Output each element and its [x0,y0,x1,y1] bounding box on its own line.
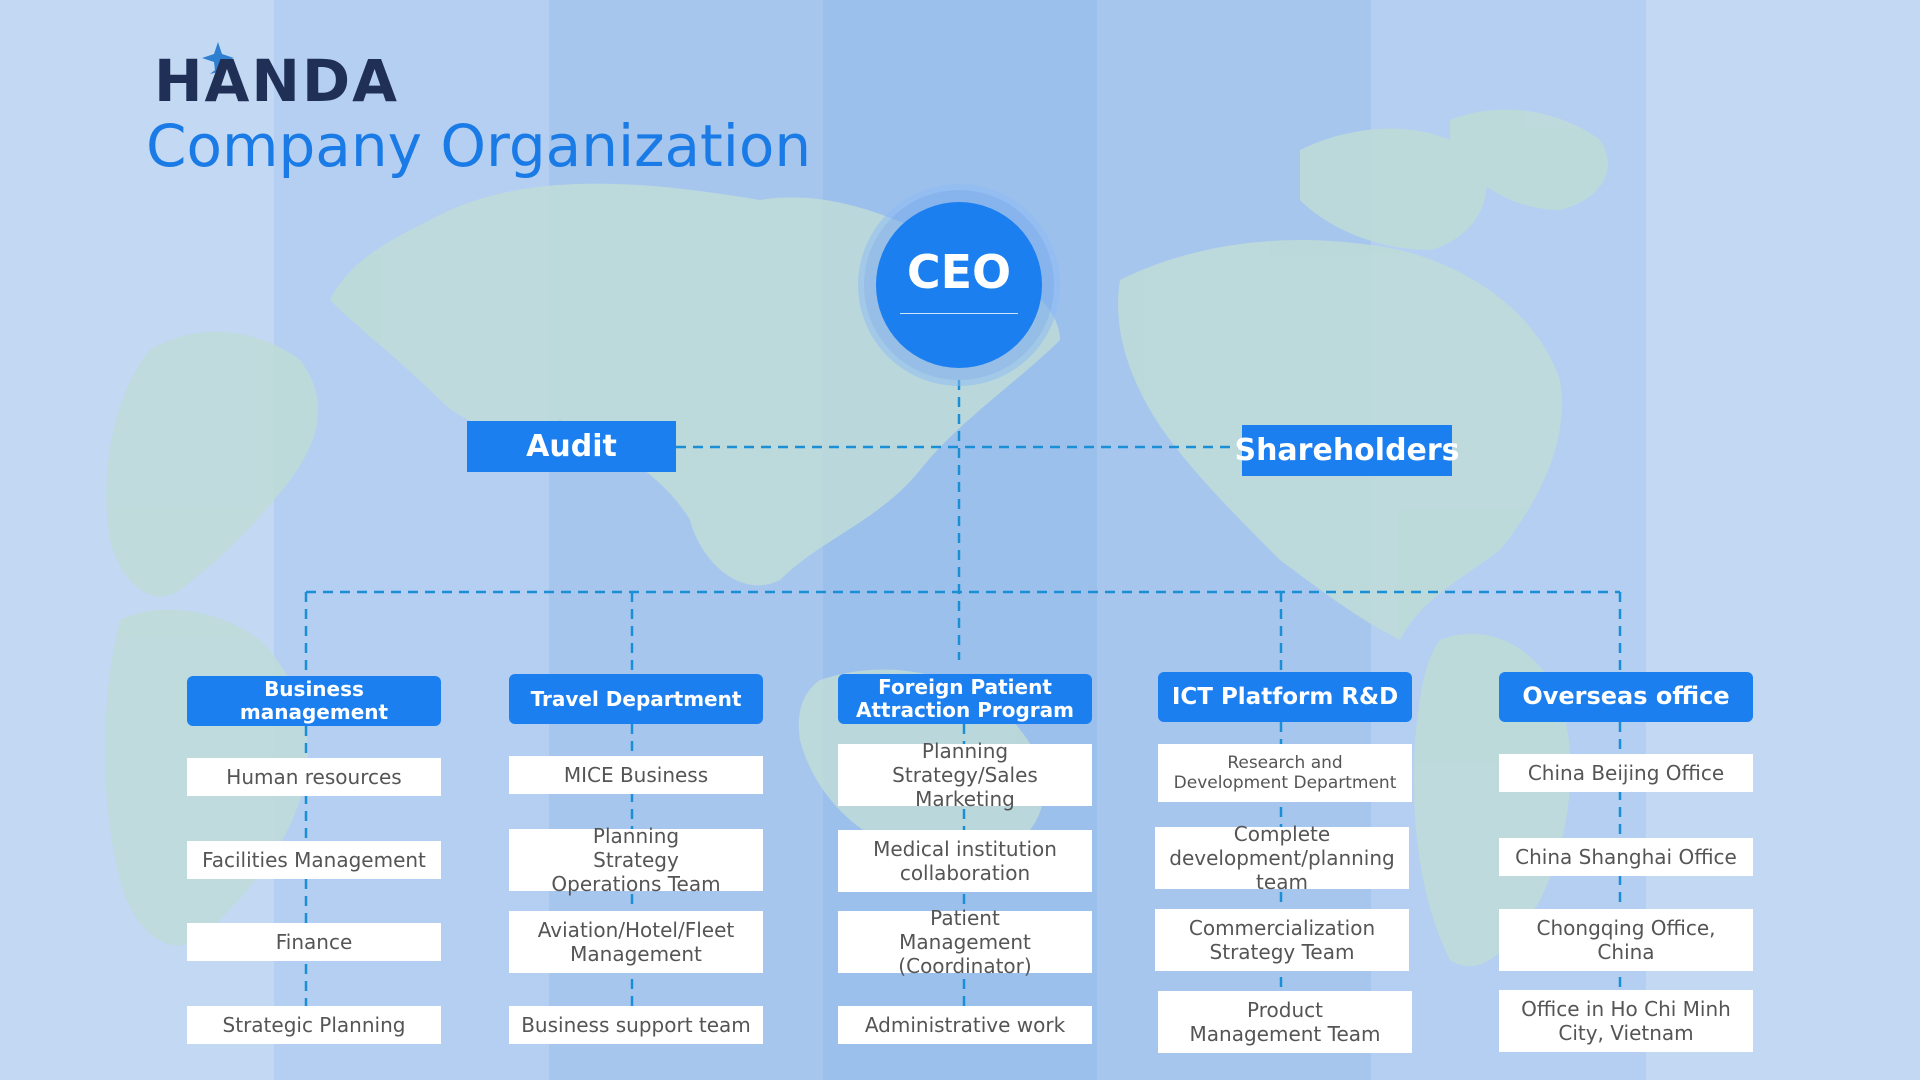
list-item: Strategic Planning [187,1006,441,1044]
ceo-divider [900,312,1018,314]
list-item: Business support team [509,1006,763,1044]
list-item: Complete development/planning team [1155,822,1409,894]
shareholders-node: Shareholders [1234,425,1460,476]
department-travel: Travel Department [509,674,763,724]
list-item: MICE Business [509,756,763,794]
list-item: China Beijing Office [1499,754,1753,792]
list-item: Patient Management (Coordinator) [838,906,1092,978]
page-title: Company Organization [146,112,812,180]
list-item: Facilities Management [187,841,441,879]
logo-text: HANDA [154,47,400,115]
ceo-label: CEO [906,244,1012,299]
department-business-management: Business management [187,676,441,726]
ceo-node: CEO [876,202,1042,368]
list-item: Product Management Team [1158,991,1412,1053]
handa-logo [202,42,234,74]
list-item: Administrative work [838,1006,1092,1044]
list-item: Aviation/Hotel/Fleet Management [509,911,763,973]
department-foreign-patient: Foreign Patient Attraction Program [838,674,1092,724]
list-item: China Shanghai Office [1499,838,1753,876]
list-item: Finance [187,923,441,961]
audit-node: Audit [467,421,676,472]
department-overseas-office: Overseas office [1499,672,1753,722]
list-item: Planning Strategy Operations Team [509,824,763,896]
list-item: Commercialization Strategy Team [1155,909,1409,971]
list-item: Planning Strategy/Sales Marketing [838,739,1092,811]
list-item: Office in Ho Chi Minh City, Vietnam [1499,990,1753,1052]
list-item: Human resources [187,758,441,796]
list-item: Medical institution collaboration [838,830,1092,892]
list-item: Chongqing Office, China [1499,909,1753,971]
department-ict-platform: ICT Platform R&D [1158,672,1412,722]
list-item: Research and Development Department [1158,744,1412,802]
